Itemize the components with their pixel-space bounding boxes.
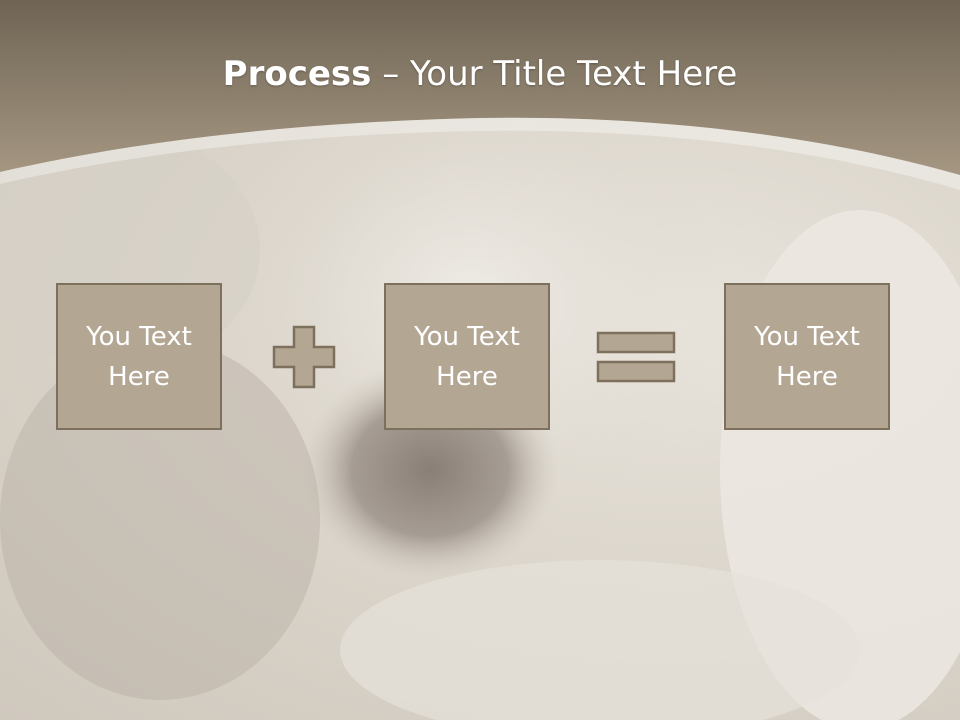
title-dash: –: [371, 54, 411, 94]
process-box-3: You Text Here: [724, 283, 890, 430]
process-box-2: You Text Here: [384, 283, 550, 430]
title-rest: Your Title Text Here: [410, 54, 738, 94]
plus-icon: [272, 325, 336, 389]
equals-icon: [596, 331, 676, 383]
process-box-3-text: You Text Here: [754, 321, 860, 392]
process-box-2-text: You Text Here: [414, 321, 520, 392]
process-box-1-text: You Text Here: [86, 321, 192, 392]
title-bold: Process: [222, 54, 372, 94]
slide-title: Process – Your Title Text Here: [0, 52, 960, 96]
process-box-1: You Text Here: [56, 283, 222, 430]
